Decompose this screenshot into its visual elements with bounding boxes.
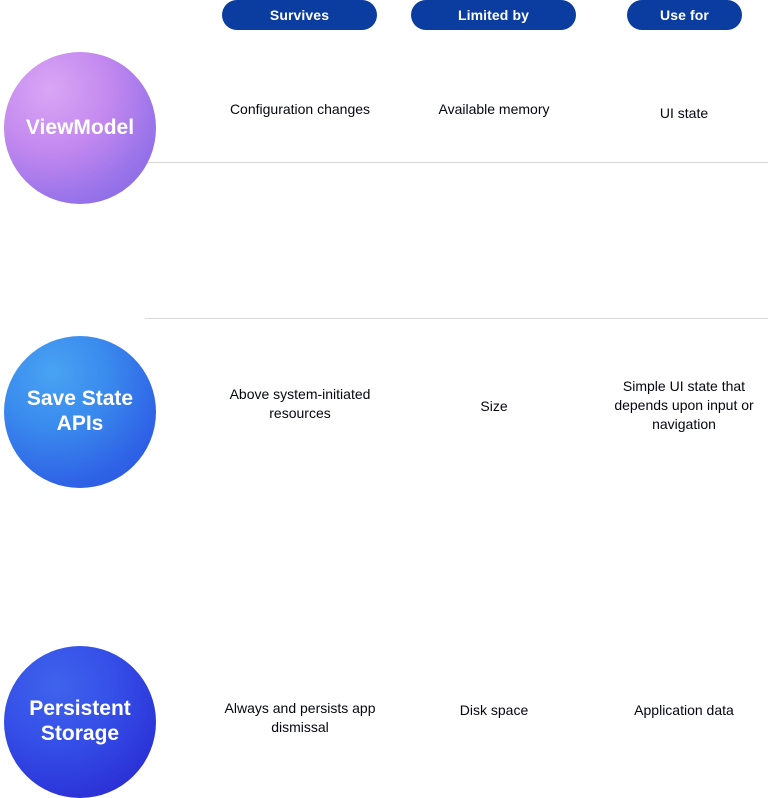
cell-persistent-storage-survives: Always and persists app dismissal [224, 700, 376, 735]
table-row: ViewModel Configuration changes Availabl… [0, 30, 768, 204]
table-row: Persistent Storage Always and persists a… [0, 319, 768, 798]
header-pill-limited-by: Limited by [411, 0, 576, 30]
cell-save-state-limited-by: Size [480, 398, 508, 414]
cell-viewmodel-limited-by: Available memory [438, 101, 550, 117]
cell-save-state-survives: Above system-initiated resources [229, 386, 371, 421]
cell-viewmodel-survives: Configuration changes [229, 101, 371, 117]
row-label-persistent-storage: Persistent Storage [4, 646, 156, 798]
cell-viewmodel-use-for: UI state [659, 105, 709, 121]
table-row: Save State APIs Above system-initiated r… [0, 163, 768, 488]
row-label-viewmodel: ViewModel [4, 52, 156, 204]
cell-persistent-storage-use-for: Application data [634, 702, 734, 718]
cell-save-state-use-for: Simple UI state that depends upon input … [614, 378, 754, 432]
row-divider-2 [145, 318, 768, 319]
cell-persistent-storage-limited-by: Disk space [459, 702, 529, 718]
header-pill-survives: Survives [222, 0, 377, 30]
row-divider-1 [145, 162, 768, 163]
row-label-save-state-apis: Save State APIs [4, 336, 156, 488]
header-row: Survives Limited by Use for [0, 0, 768, 30]
header-pill-use-for: Use for [627, 0, 742, 30]
